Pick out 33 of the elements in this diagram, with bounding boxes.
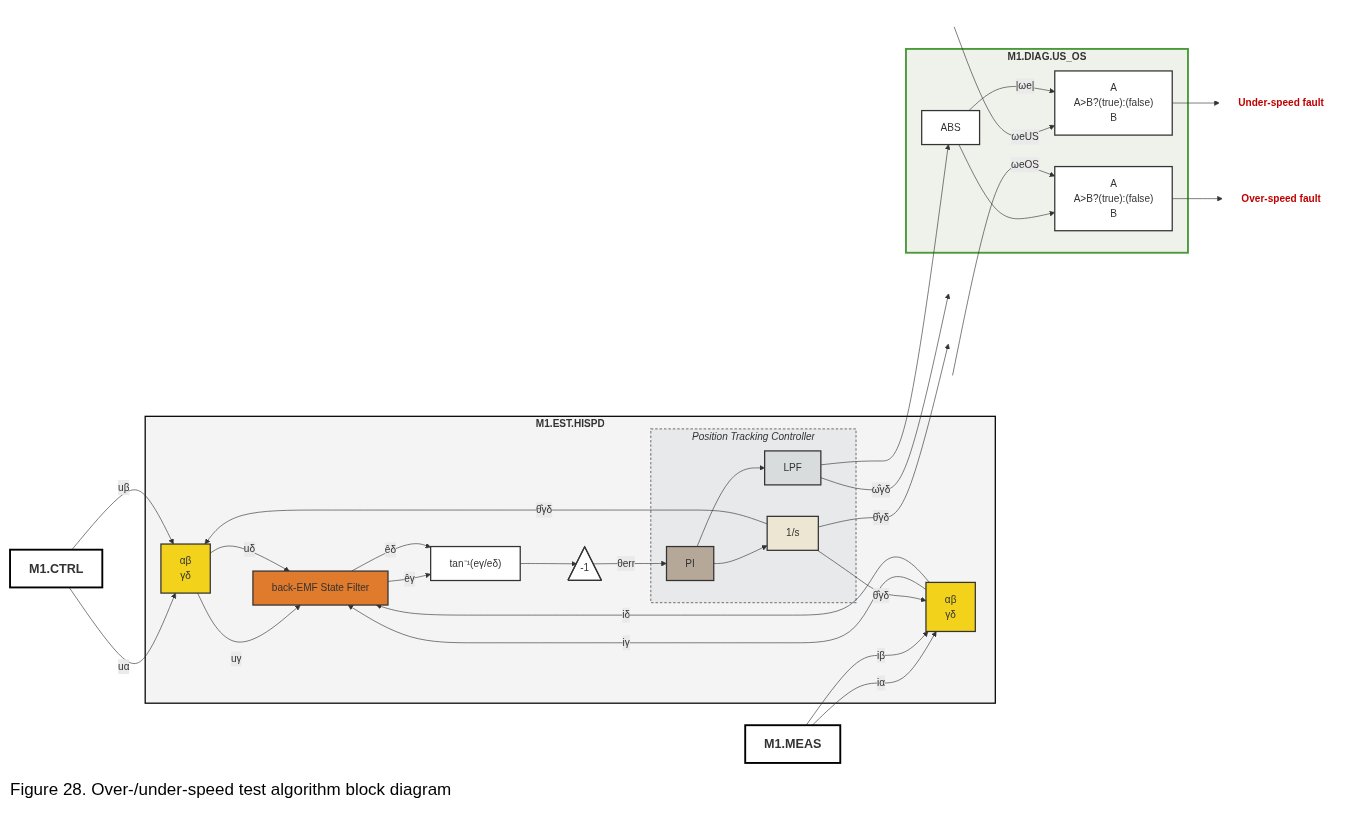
node-text: Under-speed fault bbox=[1237, 96, 1324, 108]
edge-label: êδ bbox=[384, 543, 396, 555]
edge-label: uα bbox=[117, 660, 130, 672]
edge-label: ω̂γδ bbox=[871, 483, 890, 495]
figure-caption: Figure 28. Over-/under-speed test algorithm block diagram bbox=[10, 780, 452, 800]
node-box: LPF bbox=[763, 449, 822, 485]
node-text: Over-speed fault bbox=[1240, 192, 1321, 204]
edge-label: ωeOS bbox=[1010, 158, 1039, 170]
edge-label: uβ bbox=[117, 481, 130, 492]
node-box: A A>B?(true):(false) B bbox=[1053, 165, 1173, 231]
edge-label: iδ bbox=[621, 608, 630, 620]
edge-label: iα bbox=[876, 676, 885, 688]
node-box: M1.MEAS bbox=[743, 723, 841, 764]
node-box: αβ γδ bbox=[924, 581, 976, 632]
node-box: ABS bbox=[920, 109, 980, 145]
edge-label: |ωe| bbox=[1015, 79, 1034, 91]
node-box: back-EMF State Filter bbox=[251, 569, 389, 606]
node-box: αβ γδ bbox=[159, 542, 211, 594]
edge-label: ωeUS bbox=[1010, 130, 1039, 142]
edge-label: θerr bbox=[616, 557, 635, 569]
edge-label: êγ bbox=[403, 573, 415, 584]
edge-label: iβ bbox=[876, 649, 885, 660]
edge-label: θ̂γδ bbox=[872, 511, 889, 523]
edge-label: uγ bbox=[230, 652, 242, 664]
edge-label: uδ bbox=[243, 543, 255, 554]
node-box: tan⁻¹(eγ/eδ) bbox=[429, 545, 521, 581]
node-box: PI bbox=[665, 545, 714, 581]
edge-label: θ̂γδ bbox=[872, 589, 889, 601]
node-box: 1/s bbox=[766, 515, 819, 551]
node-box: M1.CTRL bbox=[8, 548, 103, 588]
node-box: A A>B?(true):(false) B bbox=[1053, 69, 1173, 136]
edge-label: θ̂γδ bbox=[535, 503, 552, 515]
edge-label: iγ bbox=[622, 636, 630, 648]
